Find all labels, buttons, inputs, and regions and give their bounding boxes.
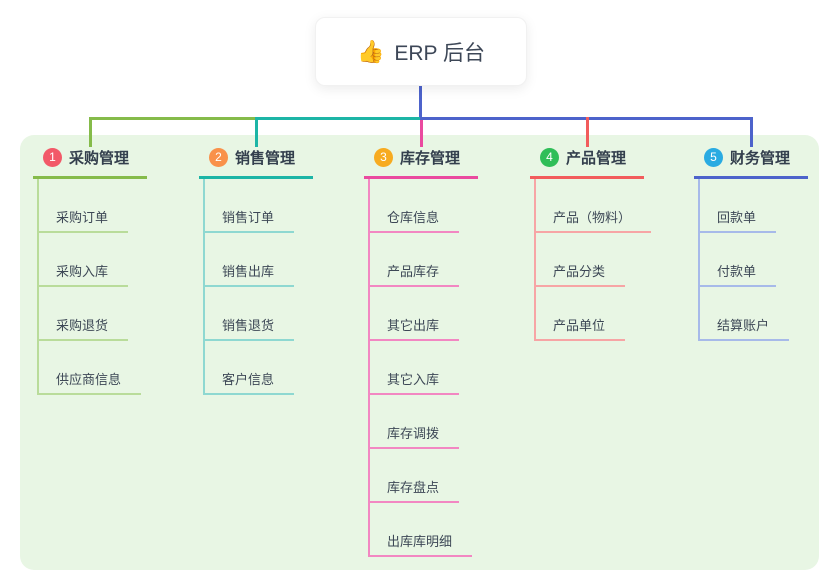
branch-children: 回款单付款单结算账户 <box>698 179 790 341</box>
branch-5: 5 财务管理回款单付款单结算账户 <box>694 146 808 341</box>
branch-children: 销售订单销售出库销售退货客户信息 <box>203 179 295 395</box>
branch-children: 产品（物料）产品分类产品单位 <box>534 179 652 341</box>
branch-title[interactable]: 2 销售管理 <box>199 146 313 179</box>
thumbs-up-icon: 👍 <box>356 38 385 64</box>
mindmap-child-node[interactable]: 客户信息 <box>205 341 295 395</box>
mindmap-child-node[interactable]: 结算账户 <box>700 287 790 341</box>
branch-number-badge: 4 <box>540 147 559 167</box>
branch-number-badge: 3 <box>374 147 393 167</box>
branch-title[interactable]: 4 产品管理 <box>530 146 644 179</box>
branch-children: 采购订单采购入库采购退货供应商信息 <box>37 179 142 395</box>
branch-title-label: 产品管理 <box>566 149 627 167</box>
branch-4: 4 产品管理产品（物料）产品分类产品单位 <box>530 146 652 341</box>
mindmap-child-node[interactable]: 销售订单 <box>205 179 295 233</box>
branch-children: 仓库信息产品库存其它出库其它入库库存调拨库存盘点出库库明细 <box>368 179 473 557</box>
mindmap-child-node[interactable]: 产品库存 <box>370 233 460 287</box>
bus-segment-teal <box>254 117 420 120</box>
mindmap-child-node[interactable]: 产品（物料） <box>536 179 652 233</box>
mindmap-child-node[interactable]: 库存调拨 <box>370 395 460 449</box>
branch-title-label: 采购管理 <box>69 149 130 167</box>
mindmap-child-node[interactable]: 采购入库 <box>39 233 129 287</box>
mindmap-child-node[interactable]: 库存盘点 <box>370 449 460 503</box>
branch-title[interactable]: 1 采购管理 <box>33 146 147 179</box>
branch-1: 1 采购管理采购订单采购入库采购退货供应商信息 <box>33 146 147 395</box>
mindmap-child-node[interactable]: 其它出库 <box>370 287 460 341</box>
branch-drop-line <box>585 117 589 147</box>
root-node-label: ERP 后台 <box>394 41 486 65</box>
branch-number-badge: 5 <box>704 147 723 167</box>
mindmap-child-node[interactable]: 其它入库 <box>370 341 460 395</box>
mindmap-child-node[interactable]: 采购订单 <box>39 179 129 233</box>
branch-2: 2 销售管理销售订单销售出库销售退货客户信息 <box>199 146 313 395</box>
branch-3: 3 库存管理仓库信息产品库存其它出库其它入库库存调拨库存盘点出库库明细 <box>364 146 478 557</box>
branch-title-label: 财务管理 <box>730 149 791 167</box>
mindmap-child-node[interactable]: 采购退货 <box>39 287 129 341</box>
branch-number-badge: 1 <box>43 147 62 167</box>
mindmap-child-node[interactable]: 仓库信息 <box>370 179 460 233</box>
branch-drop-line <box>749 117 753 147</box>
mindmap-child-node[interactable]: 产品分类 <box>536 233 626 287</box>
branch-drop-line <box>254 117 258 147</box>
branch-title[interactable]: 3 库存管理 <box>364 146 478 179</box>
mindmap-child-node[interactable]: 销售出库 <box>205 233 295 287</box>
mindmap-child-node[interactable]: 产品单位 <box>536 287 626 341</box>
branch-drop-line <box>419 120 423 147</box>
mindmap-child-node[interactable]: 供应商信息 <box>39 341 142 395</box>
branch-title-label: 销售管理 <box>235 149 296 167</box>
branches-panel <box>20 135 819 570</box>
branch-title[interactable]: 5 财务管理 <box>694 146 808 179</box>
branch-drop-line <box>88 117 92 147</box>
mindmap-child-node[interactable]: 出库库明细 <box>370 503 473 557</box>
mindmap-child-node[interactable]: 付款单 <box>700 233 777 287</box>
branch-title-label: 库存管理 <box>400 149 461 167</box>
bus-segment-green <box>88 117 255 120</box>
branch-number-badge: 2 <box>209 147 228 167</box>
mindmap-child-node[interactable]: 销售退货 <box>205 287 295 341</box>
root-node[interactable]: 👍 ERP 后台 <box>315 17 527 86</box>
mindmap-child-node[interactable]: 回款单 <box>700 179 777 233</box>
root-connector-line <box>418 84 422 118</box>
